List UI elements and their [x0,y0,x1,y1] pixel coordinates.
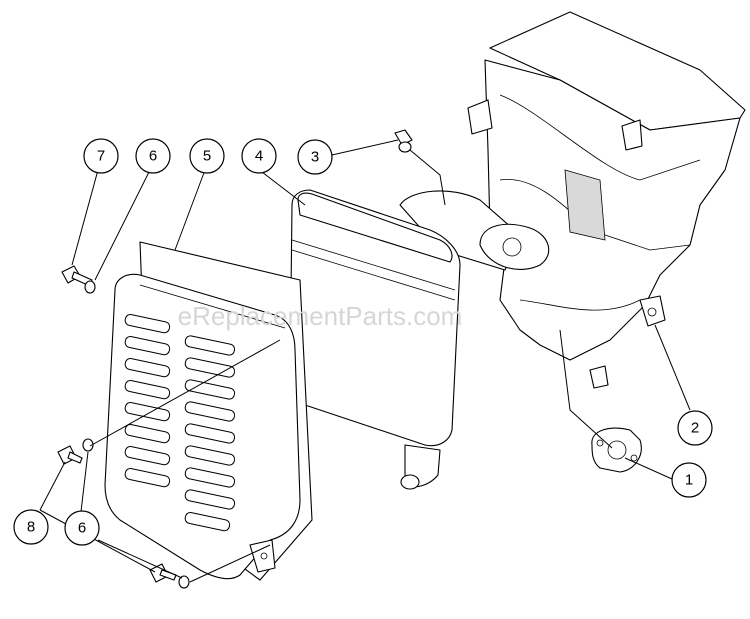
callout-2: 2 [677,410,713,446]
callout-5: 5 [189,138,225,174]
bolt-3 [394,129,413,153]
callout-label: 2 [691,420,699,437]
callout-6-top: 6 [135,138,171,174]
callout-6-bottom: 6 [64,510,100,546]
callout-label: 7 [97,148,105,165]
bolt-8-left [57,445,83,465]
callout-label: 6 [78,520,86,537]
washer-6-bottom [178,575,190,589]
muffler-guard [104,241,313,581]
heat-shield [467,11,746,389]
callout-8: 8 [13,509,49,545]
washer-6-left [82,438,94,452]
gasket [591,427,642,473]
callout-3: 3 [297,139,333,175]
callout-label: 5 [203,148,211,165]
callout-7: 7 [83,138,119,174]
callout-label: 8 [27,519,35,536]
washer-6-top [84,280,96,294]
callout-label: 4 [255,148,263,165]
callout-4: 4 [241,138,277,174]
callout-label: 1 [685,472,693,489]
callout-1: 1 [671,462,707,498]
callout-label: 6 [149,148,157,165]
watermark-text: eReplacementParts.com [178,301,463,331]
callout-label: 3 [311,149,319,166]
bolt-8-bottom [149,563,177,583]
muffler [289,189,550,490]
leader-lines [39,139,691,583]
